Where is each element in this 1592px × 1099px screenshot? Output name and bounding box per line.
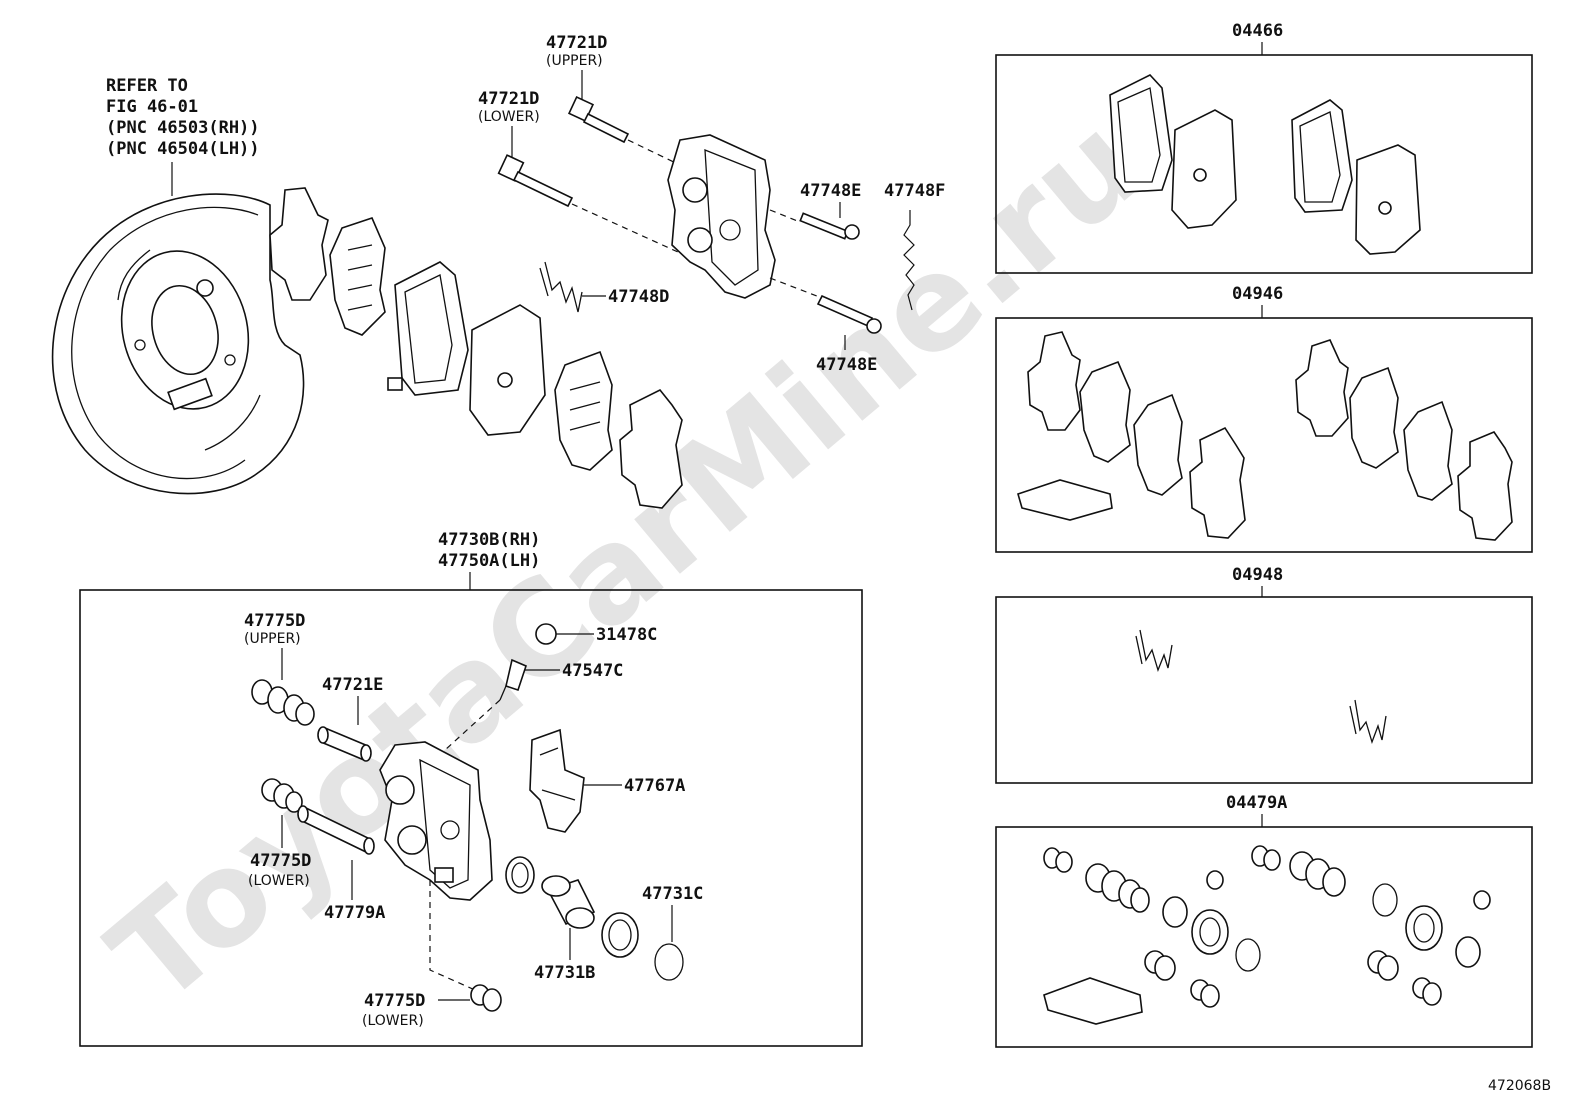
kit-04946-shims[interactable] bbox=[1017, 331, 1513, 541]
caliper-assembly-box bbox=[79, 589, 863, 1047]
slide-pin-47779A[interactable] bbox=[297, 805, 375, 855]
pin-47748E-top[interactable] bbox=[799, 212, 860, 240]
label-47731B: 47731B bbox=[534, 963, 595, 983]
caliper-cylinder[interactable] bbox=[379, 741, 493, 901]
label-47748F: 47748F bbox=[884, 181, 945, 201]
bleeder-plug-47547C[interactable] bbox=[499, 658, 527, 701]
label-caliper-lh: 47750A(LH) bbox=[438, 551, 540, 571]
label-47775D-upper-sub: (UPPER) bbox=[244, 631, 301, 647]
refer-note: REFER TO FIG 46-01 (PNC 46503(RH)) (PNC … bbox=[106, 76, 260, 196]
label-47731C: 47731C bbox=[642, 884, 703, 904]
label-kit-04946: 04946 bbox=[1232, 284, 1283, 304]
label-47779A: 47779A bbox=[324, 903, 385, 923]
piston-47731B[interactable] bbox=[541, 875, 596, 929]
label-47748E-bottom: 47748E bbox=[816, 355, 877, 375]
label-lower-sub: (LOWER) bbox=[478, 109, 540, 125]
kit-04479A-seals[interactable] bbox=[1043, 845, 1491, 1025]
label-47767A: 47767A bbox=[624, 776, 685, 796]
label-47748D: 47748D bbox=[608, 287, 669, 307]
kit-box-04466 bbox=[995, 54, 1533, 274]
kit-box-04948 bbox=[995, 596, 1533, 784]
kit-box-04946 bbox=[995, 317, 1533, 553]
label-47721D-lower: 47721D bbox=[478, 89, 539, 109]
refer-line-2: FIG 46-01 bbox=[106, 97, 198, 117]
label-47775D-upper: 47775D bbox=[244, 611, 305, 631]
boot-47775D-upper[interactable] bbox=[251, 679, 315, 726]
label-47775D-lower-2: 47775D bbox=[364, 991, 425, 1011]
pin-47748E-bottom[interactable] bbox=[816, 294, 882, 334]
label-47721D-upper: 47721D bbox=[546, 33, 607, 53]
label-47775D-lower: 47775D bbox=[250, 851, 311, 871]
refer-line-3: (PNC 46503(RH)) bbox=[106, 118, 260, 138]
backing-plate[interactable] bbox=[51, 193, 305, 495]
refer-line-1: REFER TO bbox=[106, 76, 188, 96]
label-upper-sub: (UPPER) bbox=[546, 53, 603, 69]
label-47748E-top: 47748E bbox=[800, 181, 861, 201]
label-31478C: 31478C bbox=[596, 625, 657, 645]
kit-box-04479A bbox=[995, 826, 1533, 1048]
label-47775D-lower-2-sub: (LOWER) bbox=[362, 1013, 424, 1029]
bushing-47721E[interactable] bbox=[317, 726, 372, 762]
bolt-47721D-lower[interactable] bbox=[497, 154, 574, 208]
anti-squeal-shim-inner-2[interactable] bbox=[554, 350, 613, 471]
seal-piston[interactable] bbox=[505, 856, 535, 894]
bolt-47721D-upper[interactable] bbox=[567, 95, 630, 144]
boot-47775D-lower-2[interactable] bbox=[470, 984, 502, 1012]
brake-pad-inner[interactable] bbox=[469, 304, 546, 436]
label-kit-04948: 04948 bbox=[1232, 565, 1283, 585]
label-47775D-lower-sub: (LOWER) bbox=[248, 873, 310, 889]
brake-pad-outer[interactable] bbox=[387, 261, 469, 396]
refer-line-4: (PNC 46504(LH)) bbox=[106, 139, 260, 159]
anti-squeal-shim-outer-2[interactable] bbox=[619, 388, 683, 509]
torque-plate-mounting[interactable] bbox=[667, 134, 776, 299]
label-kit-04479A: 04479A bbox=[1226, 793, 1287, 813]
catalog-number: 472068B bbox=[1488, 1078, 1551, 1094]
cap-31478C[interactable] bbox=[535, 623, 557, 645]
label-caliper-rh: 47730B(RH) bbox=[438, 530, 540, 550]
boot-cylinder[interactable] bbox=[601, 912, 639, 958]
kit-04466-pads[interactable] bbox=[1109, 74, 1421, 255]
pad-support-clip-47748D[interactable] bbox=[539, 261, 583, 313]
label-47721E: 47721E bbox=[322, 675, 383, 695]
anti-squeal-shim-inner-1[interactable] bbox=[329, 217, 386, 336]
label-47547C: 47547C bbox=[562, 661, 623, 681]
ring-47731C[interactable] bbox=[654, 943, 684, 981]
boot-47775D-lower[interactable] bbox=[261, 778, 303, 813]
anti-squeal-shim-outer-1[interactable] bbox=[269, 187, 329, 301]
label-kit-04466: 04466 bbox=[1232, 21, 1283, 41]
kit-04948-clips[interactable] bbox=[1135, 629, 1387, 745]
pad-support-plate-47767A[interactable] bbox=[529, 728, 585, 833]
